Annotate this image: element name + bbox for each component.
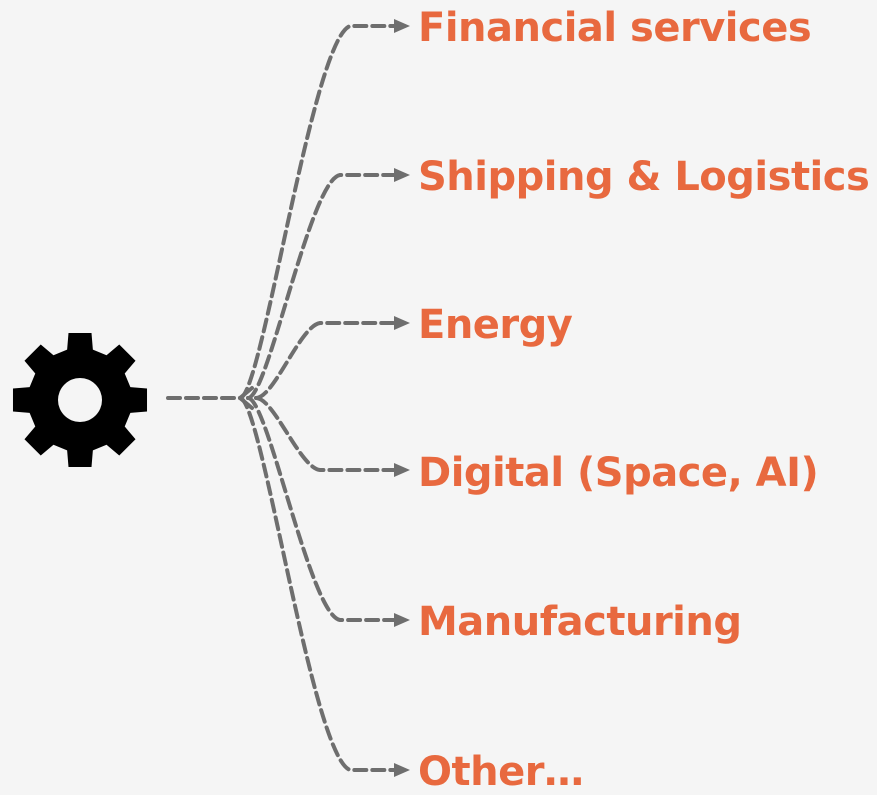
- gear-icon: [12, 332, 148, 468]
- connector-other: [238, 396, 398, 772]
- connector-energy: [254, 321, 398, 400]
- branch-connectors: [238, 24, 398, 772]
- branch-label-shipping-logistics: Shipping & Logistics: [418, 154, 870, 200]
- arrowhead-energy: [394, 316, 410, 330]
- branch-label-digital: Digital (Space, AI): [418, 450, 819, 496]
- connector-manufacturing: [246, 396, 398, 622]
- connector-financial-services: [238, 24, 398, 400]
- arrowhead-financial-services: [394, 19, 410, 33]
- arrowhead-shipping-logistics: [394, 168, 410, 182]
- arrowhead-digital: [394, 463, 410, 477]
- branch-label-manufacturing: Manufacturing: [418, 599, 742, 645]
- gear-hole: [58, 378, 102, 422]
- arrowhead-other: [394, 763, 410, 777]
- arrowhead-manufacturing: [394, 613, 410, 627]
- connector-digital: [254, 396, 398, 472]
- branch-label-other: Other…: [418, 749, 584, 795]
- branch-label-financial-services: Financial services: [418, 5, 812, 51]
- branch-label-energy: Energy: [418, 302, 573, 348]
- connector-shipping-logistics: [246, 173, 398, 400]
- junction-arrowhead: [238, 386, 254, 410]
